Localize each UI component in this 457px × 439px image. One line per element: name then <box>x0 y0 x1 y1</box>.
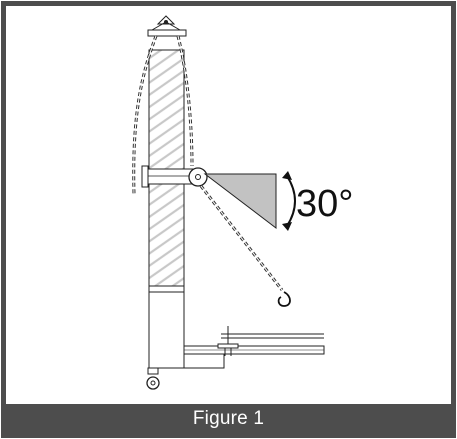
diagonal-chain <box>199 185 284 291</box>
hook-icon <box>277 291 291 307</box>
arm-bracket <box>141 165 201 188</box>
angle-arrow <box>282 171 296 231</box>
angle-wedge <box>203 173 277 230</box>
caster-wheel-icon <box>146 367 160 390</box>
figure-caption: Figure 1 <box>6 404 451 433</box>
top-bracket <box>147 15 187 37</box>
pulley-wheel <box>188 167 208 187</box>
lower-mast-section <box>148 285 185 369</box>
caption-text: Figure 1 <box>192 407 265 429</box>
left-chain <box>132 35 158 195</box>
right-chain-upper <box>176 35 194 167</box>
mast-diagram: 30° <box>132 15 353 390</box>
base-frame <box>183 326 325 369</box>
upper-mast-section <box>148 49 185 287</box>
angle-label: 30° <box>296 183 353 225</box>
